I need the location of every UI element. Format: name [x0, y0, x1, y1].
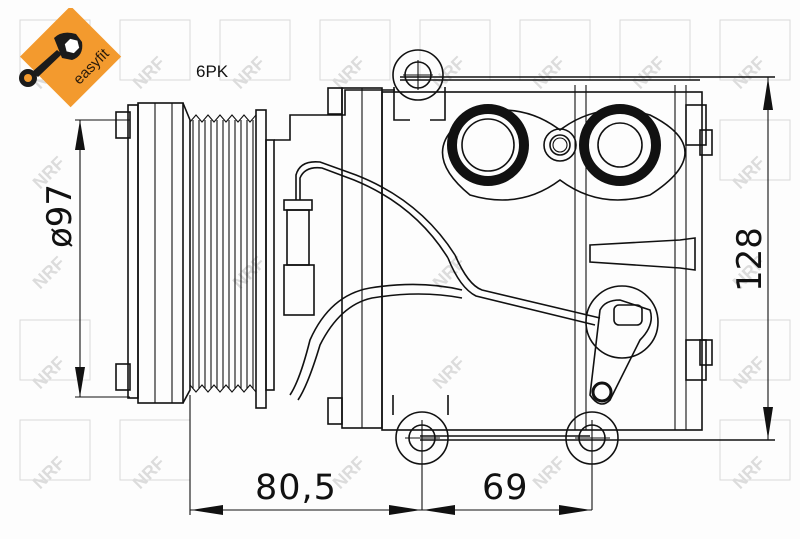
- svg-text:NRF: NRF: [729, 453, 769, 493]
- wiring-harness: [283, 160, 601, 401]
- dimension-lines: [75, 76, 775, 515]
- pulley-offset-dimension: 80,5: [255, 468, 337, 508]
- svg-text:NRF: NRF: [429, 353, 469, 393]
- svg-text:NRF: NRF: [529, 53, 569, 93]
- svg-text:NRF: NRF: [29, 353, 69, 393]
- svg-text:NRF: NRF: [129, 53, 169, 93]
- pulley-belt-label: 6PK: [196, 62, 229, 81]
- svg-text:NRF: NRF: [229, 53, 269, 93]
- svg-text:NRF: NRF: [729, 53, 769, 93]
- svg-text:NRF: NRF: [129, 453, 169, 493]
- height-dimension: 128: [730, 227, 770, 292]
- svg-text:NRF: NRF: [29, 253, 69, 293]
- svg-text:NRF: NRF: [729, 353, 769, 393]
- svg-text:NRF: NRF: [529, 453, 569, 493]
- mount-spacing-dimension: 69: [482, 468, 529, 508]
- easyfit-badge: easyfit: [12, 8, 122, 118]
- svg-text:NRF: NRF: [729, 153, 769, 193]
- svg-text:NRF: NRF: [629, 53, 669, 93]
- svg-text:NRF: NRF: [29, 453, 69, 493]
- pulley-diameter-dimension: ø97: [40, 183, 80, 248]
- svg-text:NRF: NRF: [429, 53, 469, 93]
- svg-text:NRF: NRF: [329, 53, 369, 93]
- pulley: [115, 102, 275, 409]
- wrench-nut-icon: [19, 8, 122, 108]
- compressor-body: [274, 49, 775, 510]
